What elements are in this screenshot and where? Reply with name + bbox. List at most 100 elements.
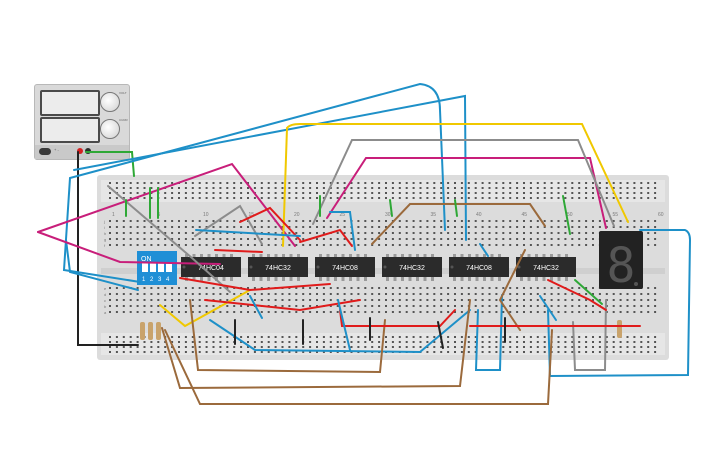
breadboard-hole[interactable] — [516, 346, 519, 348]
breadboard-hole[interactable] — [523, 232, 525, 234]
breadboard-hole[interactable] — [115, 238, 118, 240]
breadboard-hole[interactable] — [240, 351, 243, 353]
breadboard-hole[interactable] — [198, 182, 201, 184]
breadboard-hole[interactable] — [274, 226, 277, 228]
breadboard-hole[interactable] — [405, 220, 408, 222]
breadboard-hole[interactable] — [405, 182, 408, 184]
breadboard-hole[interactable] — [281, 299, 284, 301]
breadboard-hole[interactable] — [550, 197, 553, 199]
breadboard-hole[interactable] — [274, 341, 277, 343]
wire-gray-1[interactable] — [312, 139, 615, 227]
breadboard-hole[interactable] — [612, 197, 615, 199]
breadboard-hole[interactable] — [495, 305, 498, 307]
breadboard-hole[interactable] — [329, 238, 332, 240]
breadboard-hole[interactable] — [440, 182, 443, 184]
breadboard-hole[interactable] — [205, 232, 208, 234]
breadboard-hole[interactable] — [488, 244, 491, 246]
breadboard-hole[interactable] — [654, 287, 657, 289]
breadboard-hole[interactable] — [150, 299, 153, 301]
breadboard-hole[interactable] — [109, 336, 111, 338]
breadboard-hole[interactable] — [253, 182, 256, 184]
breadboard-hole[interactable] — [322, 293, 325, 295]
breadboard-hole[interactable] — [647, 341, 650, 343]
breadboard-hole[interactable] — [398, 226, 401, 228]
breadboard-hole[interactable] — [378, 299, 381, 301]
breadboard-hole[interactable] — [460, 238, 463, 240]
breadboard-hole[interactable] — [433, 341, 436, 343]
breadboard-hole[interactable] — [171, 226, 174, 228]
breadboard-hole[interactable] — [253, 336, 256, 338]
breadboard-hole[interactable] — [233, 299, 236, 301]
breadboard-hole[interactable] — [357, 238, 360, 240]
breadboard-hole[interactable] — [433, 287, 436, 289]
breadboard-hole[interactable] — [640, 226, 643, 228]
breadboard-hole[interactable] — [143, 238, 146, 240]
breadboard-hole[interactable] — [198, 305, 201, 307]
breadboard-hole[interactable] — [150, 341, 153, 343]
breadboard-hole[interactable] — [564, 182, 567, 184]
breadboard-hole[interactable] — [509, 293, 512, 295]
breadboard-hole[interactable] — [433, 192, 436, 194]
breadboard-hole[interactable] — [516, 244, 519, 246]
breadboard-hole[interactable] — [357, 293, 360, 295]
breadboard-hole[interactable] — [502, 187, 505, 189]
breadboard-hole[interactable] — [454, 182, 456, 184]
breadboard-hole[interactable] — [578, 351, 581, 353]
breadboard-hole[interactable] — [509, 287, 512, 289]
breadboard-hole[interactable] — [481, 305, 484, 307]
breadboard-hole[interactable] — [495, 293, 498, 295]
breadboard-hole[interactable] — [343, 341, 346, 343]
breadboard-hole[interactable] — [316, 336, 318, 338]
breadboard-hole[interactable] — [481, 197, 484, 199]
breadboard-hole[interactable] — [412, 346, 415, 348]
breadboard-hole[interactable] — [398, 293, 401, 295]
breadboard-hole[interactable] — [398, 192, 401, 194]
breadboard-hole[interactable] — [212, 220, 215, 222]
breadboard-hole[interactable] — [571, 238, 574, 240]
breadboard-hole[interactable] — [343, 187, 346, 189]
breadboard-hole[interactable] — [219, 182, 222, 184]
breadboard-hole[interactable] — [336, 220, 339, 222]
breadboard-hole[interactable] — [122, 336, 125, 338]
breadboard-hole[interactable] — [557, 299, 560, 301]
breadboard-hole[interactable] — [502, 226, 505, 228]
breadboard-hole[interactable] — [385, 305, 387, 307]
wire-brown-4[interactable] — [371, 203, 546, 245]
breadboard-hole[interactable] — [626, 226, 629, 228]
breadboard-hole[interactable] — [371, 226, 374, 228]
breadboard-hole[interactable] — [474, 244, 477, 246]
breadboard-hole[interactable] — [143, 226, 146, 228]
breadboard-hole[interactable] — [516, 287, 519, 289]
breadboard-hole[interactable] — [212, 336, 215, 338]
breadboard-hole[interactable] — [543, 305, 546, 307]
breadboard-hole[interactable] — [226, 232, 229, 234]
breadboard-hole[interactable] — [295, 346, 298, 348]
breadboard-hole[interactable] — [364, 346, 367, 348]
breadboard-hole[interactable] — [371, 244, 374, 246]
breadboard-hole[interactable] — [136, 293, 139, 295]
breadboard-hole[interactable] — [433, 238, 436, 240]
breadboard-hole[interactable] — [474, 182, 477, 184]
breadboard-hole[interactable] — [253, 197, 256, 199]
breadboard-hole[interactable] — [343, 232, 346, 234]
breadboard-hole[interactable] — [350, 341, 353, 343]
breadboard-hole[interactable] — [247, 336, 249, 338]
breadboard-hole[interactable] — [316, 226, 318, 228]
breadboard-hole[interactable] — [115, 341, 118, 343]
breadboard-hole[interactable] — [309, 244, 312, 246]
breadboard-hole[interactable] — [481, 311, 484, 313]
breadboard-hole[interactable] — [378, 336, 381, 338]
breadboard-hole[interactable] — [460, 299, 463, 301]
breadboard-hole[interactable] — [371, 238, 374, 240]
breadboard-hole[interactable] — [633, 220, 636, 222]
breadboard-hole[interactable] — [378, 238, 381, 240]
breadboard-hole[interactable] — [357, 287, 360, 289]
breadboard-hole[interactable] — [585, 311, 588, 313]
breadboard-hole[interactable] — [509, 187, 512, 189]
breadboard-hole[interactable] — [495, 220, 498, 222]
breadboard-hole[interactable] — [626, 187, 629, 189]
breadboard-hole[interactable] — [405, 311, 408, 313]
breadboard-hole[interactable] — [274, 336, 277, 338]
breadboard-hole[interactable] — [336, 197, 339, 199]
breadboard-hole[interactable] — [129, 220, 132, 222]
